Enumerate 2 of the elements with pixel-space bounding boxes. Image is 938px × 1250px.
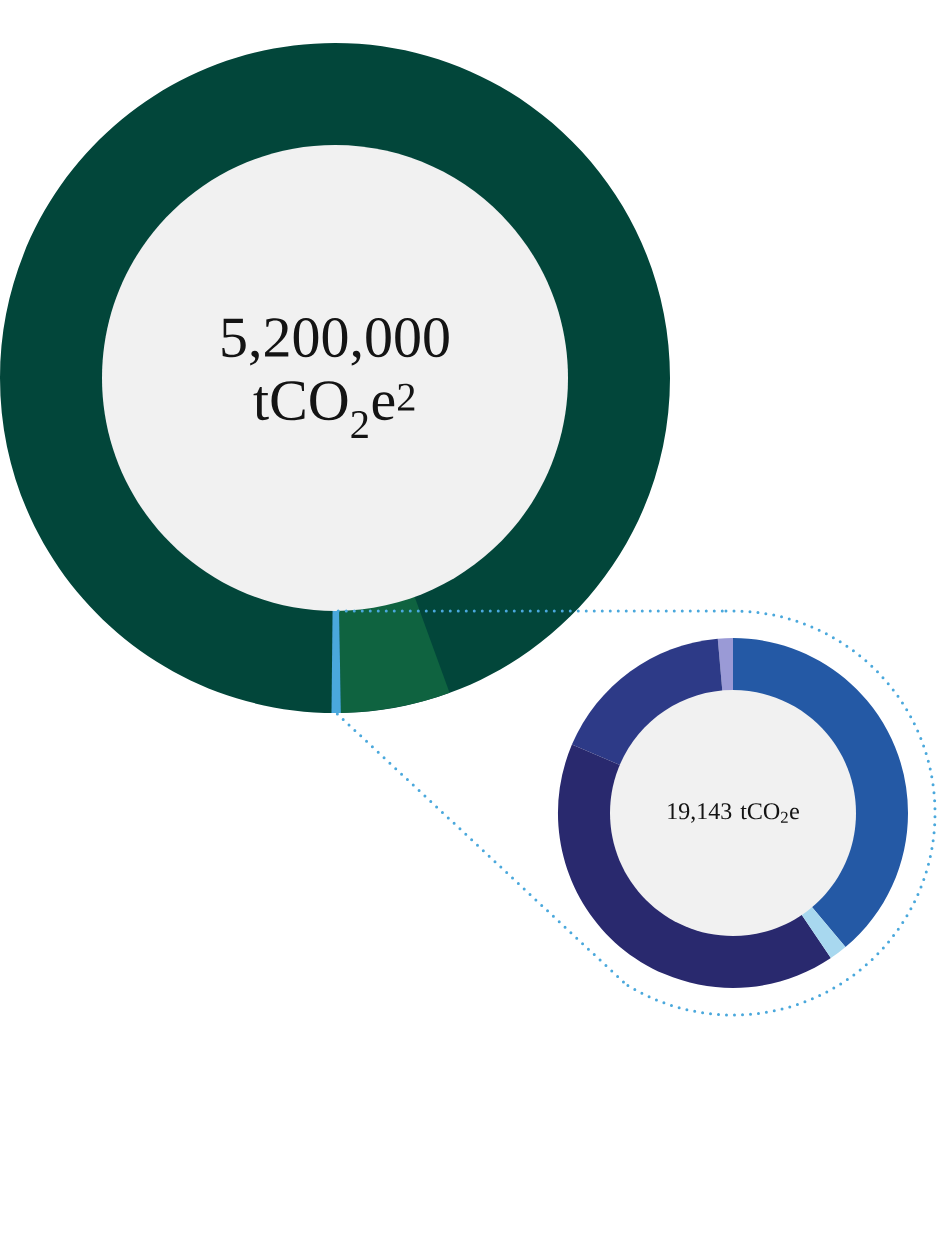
donut-center-label: 5,200,000 tCO$_{2}$e$^{2}$ <box>102 145 568 611</box>
callout-line <box>335 712 628 986</box>
